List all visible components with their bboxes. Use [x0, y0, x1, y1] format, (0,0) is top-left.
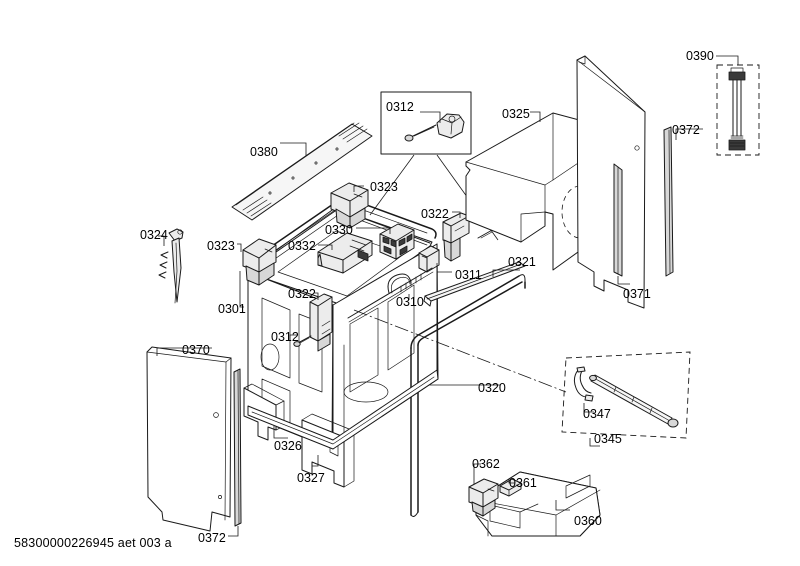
- part-0330-module: [379, 223, 415, 260]
- callout-0324: 0324: [140, 228, 168, 242]
- leader-0332: [318, 244, 333, 250]
- part-0347-clip: [573, 366, 594, 402]
- callout-0332: 0332: [288, 239, 316, 253]
- part-0323-hinge-left: [242, 238, 277, 286]
- leader-0322-upper: [452, 211, 461, 218]
- callout-0323-left: 0323: [207, 239, 235, 253]
- callout-0361: 0361: [509, 476, 537, 490]
- leader-0371: [617, 276, 630, 285]
- callout-0311: 0311: [455, 268, 482, 282]
- leader-0362: [473, 463, 481, 484]
- callout-0362: 0362: [472, 457, 500, 471]
- leader-0323-right: [353, 185, 364, 192]
- callout-0347: 0347: [583, 407, 611, 421]
- callout-0326: 0326: [274, 439, 302, 453]
- part-0380-rail: [231, 122, 373, 221]
- part-0370-side-panel: [146, 346, 232, 532]
- callout-0312-tub: 0312: [271, 330, 299, 344]
- detail-box-0390: [716, 64, 760, 156]
- part-0320-door-seal: [410, 274, 526, 517]
- centerline-0345: [353, 309, 567, 393]
- part-tub-bottom: [247, 369, 439, 450]
- callout-0370: 0370: [182, 343, 210, 357]
- callout-0330: 0330: [325, 223, 353, 237]
- callout-0321: 0321: [508, 255, 536, 269]
- callout-0371: 0371: [623, 287, 651, 301]
- callout-0322-lower: 0322: [288, 287, 316, 301]
- part-0324-pin: [158, 228, 184, 304]
- leader-0372-left: [228, 526, 239, 537]
- callout-0301: 0301: [218, 302, 246, 316]
- callout-0360: 0360: [574, 514, 602, 528]
- part-0310-spring: [387, 273, 412, 294]
- part-0332-module: [317, 232, 373, 274]
- leader-0312-tub: [289, 334, 297, 341]
- detail-box-0345: [561, 351, 691, 447]
- part-0371-side-panel: [576, 55, 646, 309]
- part-0361-cap: [499, 478, 522, 497]
- leader-0321: [492, 269, 520, 277]
- drawing-caption: 58300000226945 aet 003 a: [14, 536, 172, 550]
- callout-0345: 0345: [594, 432, 622, 446]
- callout-0310: 0310: [396, 295, 424, 309]
- callout-0322-upper: 0322: [421, 207, 449, 221]
- callout-0390: 0390: [686, 49, 714, 63]
- leader-0327: [312, 455, 319, 467]
- leader-0330: [356, 227, 391, 234]
- leader-0372-right: [675, 128, 703, 140]
- callout-0320: 0320: [478, 381, 506, 395]
- leader-0301: [239, 271, 244, 308]
- part-0312-screw-detail: [404, 124, 437, 142]
- part-0311-roller: [418, 245, 440, 273]
- leader-0390: [716, 55, 739, 65]
- part-0362-connector: [468, 478, 499, 517]
- leader-0360: [555, 500, 570, 511]
- callout-0327: 0327: [297, 471, 325, 485]
- part-0322-bracket-upper: [442, 212, 470, 262]
- leader-0361: [508, 479, 515, 484]
- callout-0325: 0325: [502, 107, 530, 121]
- part-0323-hinge-right: [330, 182, 369, 229]
- callout-0323-right: 0323: [370, 180, 398, 194]
- leader-0326: [273, 424, 288, 439]
- part-0312-clip-detail: [436, 113, 465, 139]
- part-0372-strip-right: [663, 126, 674, 277]
- leader-0323-left: [237, 243, 242, 252]
- part-0372-strip-left: [233, 368, 242, 527]
- part-0390-cable: [728, 67, 746, 151]
- detail-box-0312: [380, 91, 472, 155]
- callout-0372-left: 0372: [198, 531, 226, 545]
- leader-0311: [436, 263, 452, 273]
- leader-0380: [280, 142, 307, 156]
- leader-0322-lower: [314, 292, 319, 300]
- leader-0370: [156, 347, 212, 356]
- part-0312-screw-tub: [293, 335, 312, 347]
- leader-0325: [530, 111, 541, 122]
- callout-0372-right: 0372: [672, 123, 700, 137]
- callout-0312-detail: 0312: [386, 100, 414, 114]
- callout-0380: 0380: [250, 145, 278, 159]
- leader-0324: [158, 235, 165, 246]
- part-0345-rod: [589, 374, 679, 428]
